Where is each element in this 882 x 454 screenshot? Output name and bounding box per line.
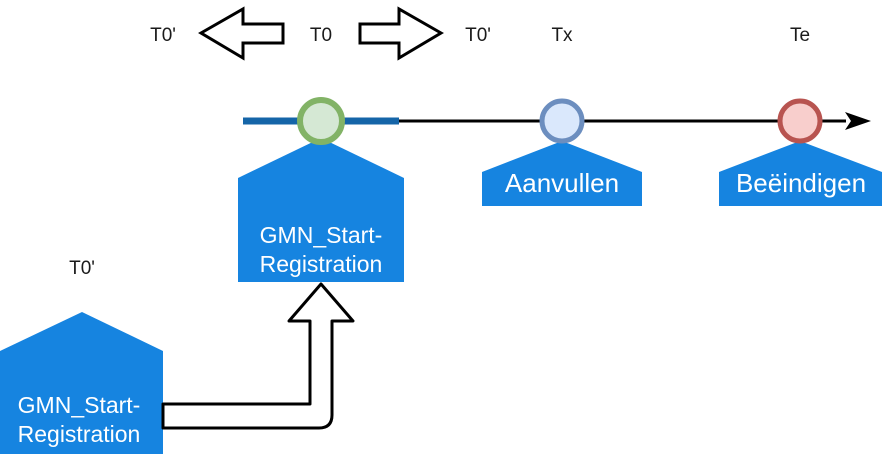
- event-start-label-line-2: Registration: [260, 251, 383, 277]
- event-start-label-line-1: GMN_Start-: [260, 222, 383, 248]
- event-end-label: Beëindigen: [736, 168, 866, 198]
- correction-registration-shape[interactable]: [0, 312, 163, 454]
- correction-registration-group[interactable]: GMN_Start- Registration: [0, 312, 163, 454]
- label-t0-prime-left: T0': [150, 25, 176, 46]
- shift-right-arrow-icon: [358, 6, 444, 61]
- time-axis-arrowhead-icon: [845, 112, 871, 130]
- label-t0-prime-right: T0': [465, 25, 491, 46]
- event-end-shape[interactable]: [719, 141, 882, 206]
- label-correction-t0-prime: T0': [69, 258, 95, 279]
- event-start-marker-icon[interactable]: [297, 97, 345, 145]
- label-te: Te: [790, 25, 810, 46]
- correction-registration-label-line-1: GMN_Start-: [18, 392, 141, 418]
- event-supplement-shape[interactable]: [482, 141, 642, 206]
- label-tx: Tx: [551, 25, 573, 46]
- label-t0-center: T0: [310, 25, 332, 46]
- event-start-group[interactable]: GMN_Start- Registration: [238, 97, 404, 282]
- correction-connector-arrow-icon: [161, 282, 355, 430]
- event-end-group[interactable]: Beëindigen: [719, 98, 882, 206]
- event-supplement-marker-icon[interactable]: [539, 98, 585, 144]
- event-end-marker-icon[interactable]: [777, 98, 823, 144]
- correction-registration-label-line-2: Registration: [18, 421, 141, 447]
- event-start-shape[interactable]: [238, 138, 404, 282]
- event-supplement-label: Aanvullen: [505, 168, 619, 198]
- shift-left-arrow-icon: [198, 6, 285, 61]
- event-supplement-group[interactable]: Aanvullen: [482, 98, 642, 206]
